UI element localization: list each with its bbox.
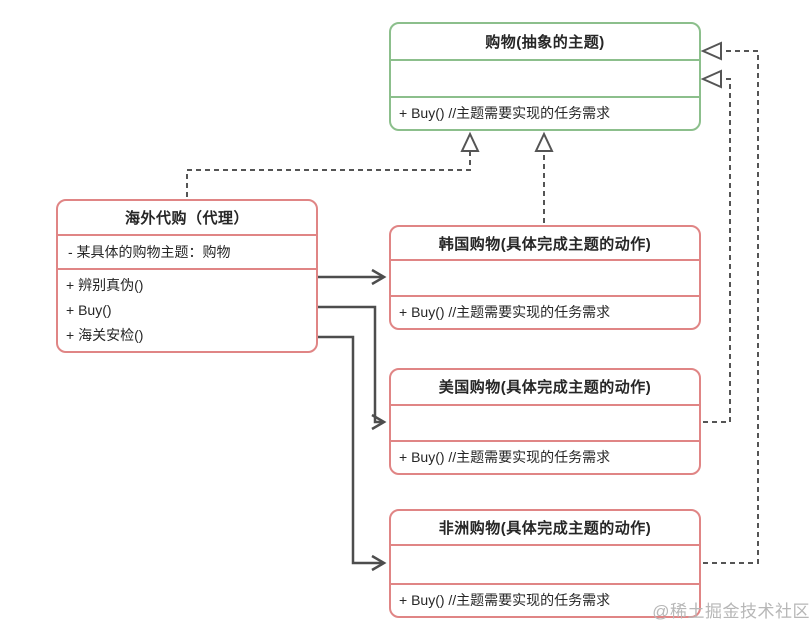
class-methods: + 辨别真伪() + Buy() + 海关安检()	[58, 268, 316, 351]
class-title: 美国购物(具体完成主题的动作)	[438, 379, 652, 397]
hollow-triangle-arrowhead-proxy	[460, 131, 480, 152]
class-methods: + Buy() //主题需要实现的任务需求	[391, 295, 699, 328]
class-box-abstract-subject: 购物(抽象的主题) + Buy() //主题需要实现的任务需求	[389, 22, 701, 131]
class-box-proxy: 海外代购（代理） - 某具体的购物主题：购物 + 辨别真伪() + Buy() …	[56, 199, 318, 353]
watermark-text: @稀土掘金技术社区	[652, 602, 810, 621]
arrowhead-to-africa	[371, 554, 387, 572]
class-title: 购物(抽象的主题)	[485, 34, 605, 52]
hollow-triangle-arrowhead-usa	[700, 69, 722, 89]
method-row: + Buy() //主题需要实现的任务需求	[399, 304, 611, 320]
class-methods: + Buy() //主题需要实现的任务需求	[391, 440, 699, 473]
method-row: + Buy() //主题需要实现的任务需求	[399, 105, 611, 121]
realization-line-proxy-to-subject	[186, 151, 471, 197]
method-row: + 辨别真伪()	[66, 277, 144, 293]
class-box-africa-shopping: 非洲购物(具体完成主题的动作) + Buy() //主题需要实现的任务需求	[389, 509, 701, 618]
class-title: 非洲购物(具体完成主题的动作)	[438, 519, 652, 537]
class-box-usa-shopping: 美国购物(具体完成主题的动作) + Buy() //主题需要实现的任务需求	[389, 368, 701, 475]
realization-line-africa-to-subject	[703, 50, 759, 564]
class-methods: + Buy() //主题需要实现的任务需求	[391, 96, 699, 129]
class-methods: + Buy() //主题需要实现的任务需求	[391, 583, 699, 616]
class-title: 韩国购物(具体完成主题的动作)	[438, 235, 652, 253]
class-box-korea-shopping: 韩国购物(具体完成主题的动作) + Buy() //主题需要实现的任务需求	[389, 225, 701, 330]
association-line-proxy-to-usa	[318, 305, 382, 424]
class-attributes-empty	[391, 403, 699, 440]
hollow-triangle-arrowhead-korea	[534, 131, 554, 152]
arrowhead-to-usa	[371, 413, 387, 431]
class-attributes-empty	[391, 259, 699, 295]
class-title: 海外代购（代理）	[124, 210, 249, 227]
class-attributes-empty	[391, 543, 699, 583]
method-row: + Buy() //主题需要实现的任务需求	[399, 592, 611, 608]
class-attribute-row: - 某具体的购物主题：购物	[58, 234, 316, 268]
method-row: + Buy()	[66, 302, 112, 318]
association-line-proxy-to-africa	[318, 335, 382, 565]
method-row: + Buy() //主题需要实现的任务需求	[399, 449, 611, 465]
arrowhead-to-korea	[371, 268, 387, 286]
realization-line-usa-to-subject	[703, 78, 731, 423]
class-attributes-empty	[391, 59, 699, 96]
method-row: + 海关安检()	[66, 327, 144, 343]
hollow-triangle-arrowhead-africa	[700, 41, 722, 61]
